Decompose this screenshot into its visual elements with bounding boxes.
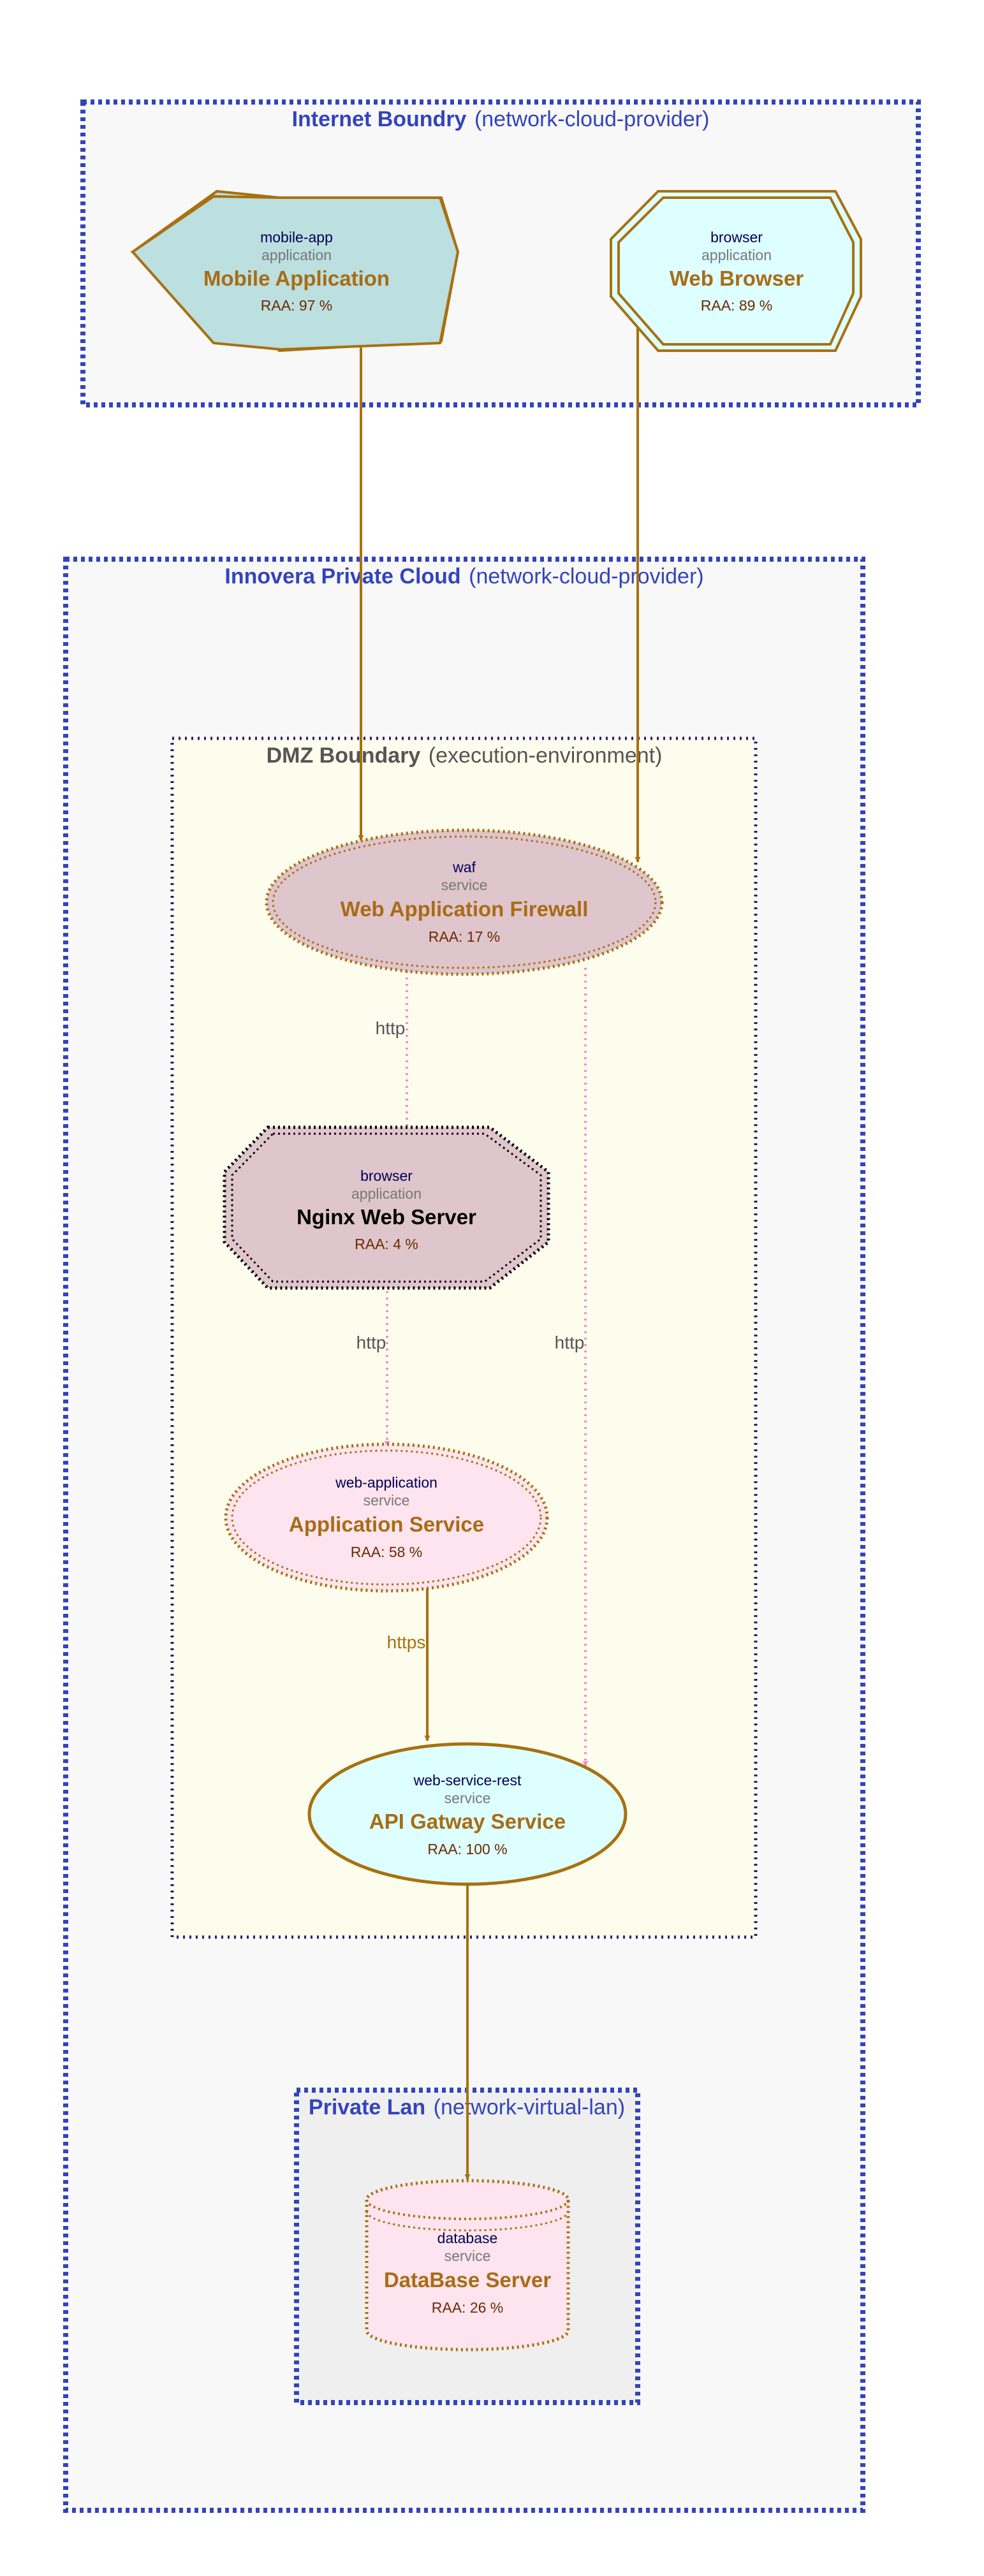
node-nginx-web-server[interactable]: browser application Nginx Web Server RAA… bbox=[223, 1125, 550, 1290]
node-appsvc-raa: RAA: 58 % bbox=[351, 1544, 423, 1560]
boundary-dmz-title: DMZ Boundary bbox=[267, 743, 421, 768]
node-nginx-title: Nginx Web Server bbox=[297, 1205, 476, 1229]
svg-text:Private Lan (network-vir: Private Lan (network-virtual-lan) bbox=[309, 2095, 625, 2119]
node-appsvc-title: Application Service bbox=[289, 1512, 484, 1536]
node-api-type: service bbox=[444, 1790, 491, 1806]
node-browser-raa: RAA: 89 % bbox=[701, 297, 773, 314]
boundary-dmz-kind: (execution-environment) bbox=[429, 743, 663, 768]
node-appsvc-type: service bbox=[363, 1492, 410, 1509]
node-nginx-type: application bbox=[351, 1185, 422, 1202]
node-application-service[interactable]: web-application service Application Serv… bbox=[224, 1442, 549, 1593]
edge-label-nginx-app: http bbox=[356, 1333, 386, 1352]
ellipse-icon bbox=[265, 828, 664, 976]
boundary-internet-title: Internet Boundry bbox=[292, 107, 467, 131]
node-db-title: DataBase Server bbox=[384, 2268, 551, 2292]
boundary-private-lan-kind: (network-virtual-lan) bbox=[434, 2095, 625, 2119]
boundary-private-cloud-kind: (network-cloud-provider) bbox=[469, 564, 703, 589]
node-api-raa: RAA: 100 % bbox=[427, 1841, 507, 1857]
svg-text:Innovera Private Cloud (: Innovera Private Cloud (network-cloud-pr… bbox=[224, 564, 703, 589]
node-db-technology: database bbox=[437, 2230, 498, 2246]
cylinder-icon bbox=[365, 2179, 570, 2352]
edge-waf-to-api: http bbox=[555, 968, 589, 1767]
node-waf-raa: RAA: 17 % bbox=[429, 928, 501, 945]
edge-label-waf-nginx: http bbox=[376, 1018, 406, 1038]
node-web-browser[interactable]: browser application Web Browser RAA: 89 … bbox=[610, 190, 862, 352]
node-waf-type: service bbox=[441, 877, 488, 893]
node-db-type: service bbox=[444, 2248, 491, 2264]
svg-text:Internet Boundry (networ: Internet Boundry (network-cloud-provider… bbox=[292, 107, 710, 131]
boundary-private-lan-title: Private Lan bbox=[309, 2095, 425, 2119]
node-mobile-raa: RAA: 97 % bbox=[261, 297, 333, 314]
node-waf-title: Web Application Firewall bbox=[341, 897, 589, 921]
node-mobile-application[interactable]: mobile-app application Mobile Applicatio… bbox=[130, 189, 460, 353]
node-appsvc-technology: web-application bbox=[335, 1474, 437, 1491]
node-mobile-type: application bbox=[261, 247, 332, 263]
node-nginx-raa: RAA: 4 % bbox=[355, 1236, 418, 1252]
node-mobile-title: Mobile Application bbox=[203, 267, 390, 290]
node-browser-title: Web Browser bbox=[670, 267, 804, 290]
octagon-icon bbox=[223, 1125, 550, 1290]
edge-label-waf-api: http bbox=[555, 1333, 585, 1352]
node-web-application-firewall[interactable]: waf service Web Application Firewall RAA… bbox=[265, 828, 664, 976]
double-octagon-icon bbox=[610, 190, 862, 352]
edge-appservice-to-api: https bbox=[387, 1588, 430, 1741]
node-db-raa: RAA: 26 % bbox=[432, 2299, 504, 2316]
node-nginx-technology: browser bbox=[360, 1167, 413, 1184]
node-mobile-technology: mobile-app bbox=[260, 229, 333, 245]
edge-nginx-to-appservice: http bbox=[356, 1291, 390, 1447]
node-database-server[interactable]: database service DataBase Server RAA: 26… bbox=[365, 2179, 570, 2352]
node-browser-technology: browser bbox=[710, 229, 763, 245]
edge-label-app-api: https bbox=[387, 1632, 426, 1652]
boundary-internet-kind: (network-cloud-provider) bbox=[474, 107, 709, 131]
ellipse-icon bbox=[224, 1442, 549, 1593]
node-browser-type: application bbox=[701, 247, 772, 263]
node-waf-technology: waf bbox=[452, 859, 476, 875]
node-api-gateway-service[interactable]: web-service-rest service API Gatway Serv… bbox=[307, 1742, 628, 1886]
svg-text:DMZ Boundary (execution-: DMZ Boundary (execution-environment) bbox=[267, 743, 663, 768]
edge-waf-to-nginx: http bbox=[376, 971, 410, 1133]
node-api-technology: web-service-rest bbox=[413, 1772, 522, 1789]
boundary-private-cloud-title: Innovera Private Cloud bbox=[224, 564, 460, 589]
node-api-title: API Gatway Service bbox=[369, 1810, 566, 1833]
ellipse-icon bbox=[307, 1742, 628, 1886]
